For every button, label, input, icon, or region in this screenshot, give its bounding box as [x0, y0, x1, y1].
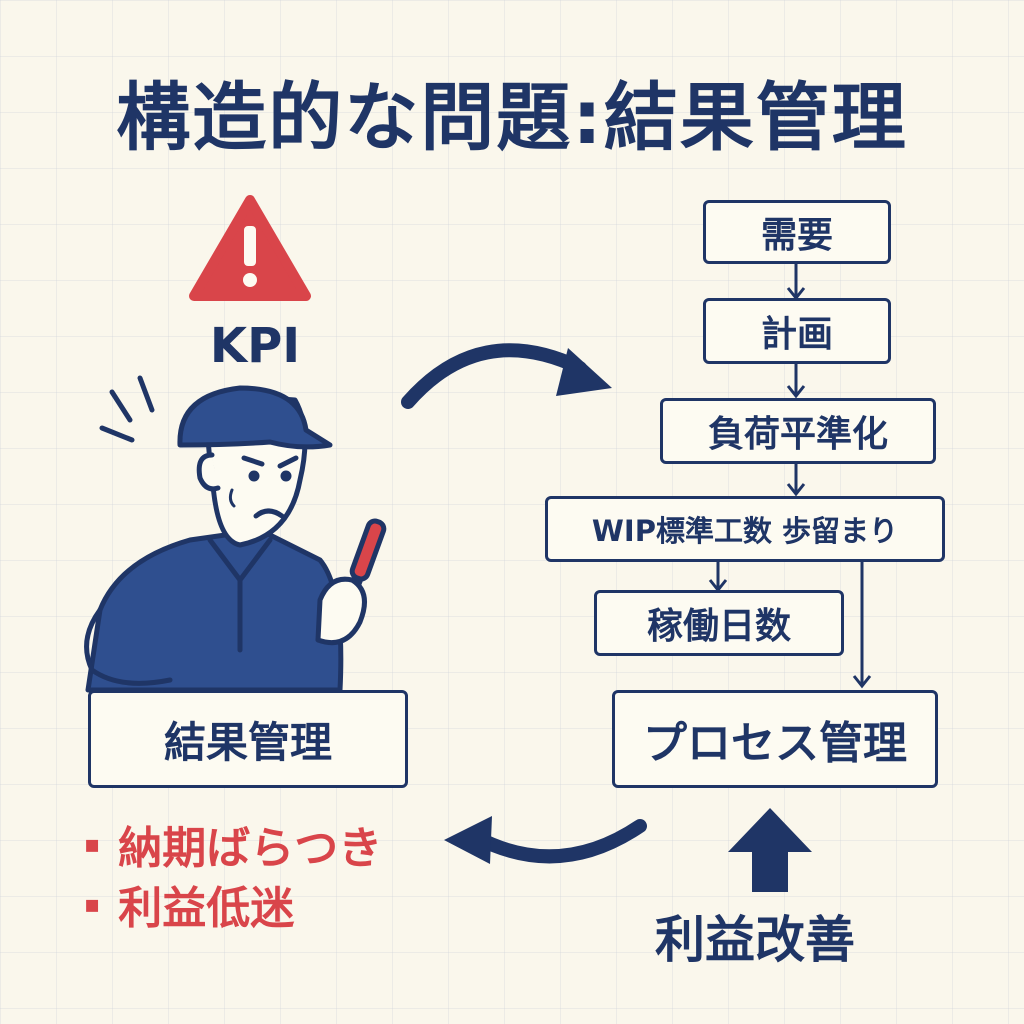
arrow-to-process-icon: [401, 343, 612, 409]
issue-item: ▪ 納期ばらつき: [84, 812, 382, 876]
profit-improvement-label: 利益改善: [655, 911, 855, 969]
flow-box-load-leveling: 負荷平準化: [660, 398, 936, 464]
process-management-box: プロセス管理: [612, 690, 938, 788]
flow-box-demand: 需要: [703, 200, 891, 264]
kpi-label: KPI: [209, 318, 301, 374]
bullet-icon: ▪: [84, 890, 101, 918]
flow-box-plan: 計画: [703, 298, 891, 364]
issue-text: 納期ばらつき: [118, 823, 383, 874]
worried-worker-icon: [84, 375, 387, 693]
result-management-box: 結果管理: [88, 690, 408, 788]
flow-box-operating-days: 稼働日数: [594, 590, 844, 656]
arrow-to-result-icon: [444, 816, 647, 864]
warning-triangle-icon: [189, 195, 311, 301]
issue-item: ▪ 利益低迷: [84, 872, 294, 936]
profit-up-arrow-icon: [728, 808, 812, 892]
page-title: 構造的な問題:結果管理: [116, 75, 908, 161]
flow-box-wip-standards: WIP標準工数 歩留まり: [545, 496, 945, 562]
bullet-icon: ▪: [84, 830, 101, 858]
issue-text: 利益低迷: [118, 883, 295, 934]
